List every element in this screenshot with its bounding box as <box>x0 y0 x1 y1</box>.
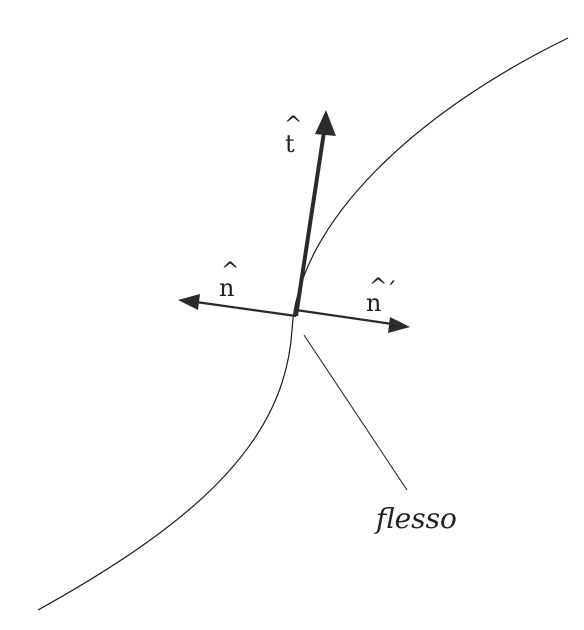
n-prime-hat-label: ^ n ´ <box>366 275 397 317</box>
normal-vector-n-prime-head <box>388 317 410 333</box>
tangent-vector <box>294 110 336 317</box>
tangent-vector-shaft <box>294 131 326 317</box>
n-hat-label: ^ n <box>219 259 239 302</box>
normal-vector-n-prime-shaft <box>295 308 393 326</box>
n-prime-hat-caret: ^ <box>369 275 387 300</box>
t-hat-label: ^ t <box>284 113 302 158</box>
t-hat-symbol: t <box>285 130 295 158</box>
curve <box>37 37 569 611</box>
normal-vector-n-prime <box>295 308 410 333</box>
n-hat-symbol: n <box>219 274 234 302</box>
tangent-vector-head <box>315 110 336 136</box>
n-hat-caret: ^ <box>221 259 239 284</box>
n-prime-hat-prime: ´ <box>385 278 397 306</box>
inflection-label: flesso <box>374 502 457 535</box>
normal-vector-n-head <box>178 294 200 310</box>
normal-vector-n-shaft <box>195 300 297 318</box>
inflection-leader-line <box>303 334 408 491</box>
n-prime-hat-symbol: n <box>366 289 381 317</box>
normal-vector-n <box>178 294 297 318</box>
t-hat-caret: ^ <box>284 113 302 138</box>
